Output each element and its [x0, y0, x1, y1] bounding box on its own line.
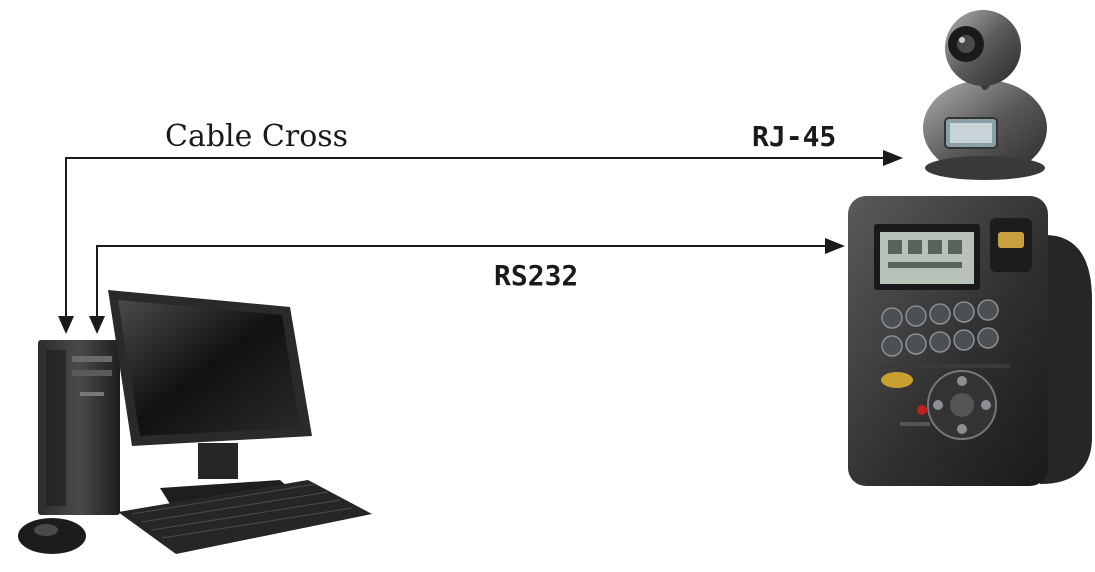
terminal-card-slot: [1040, 234, 1092, 484]
rj45-label: RJ-45: [752, 120, 836, 153]
computer-mouse: [18, 518, 86, 554]
computer-arrowhead-rs232: [89, 316, 105, 334]
monitor-stand: [198, 443, 238, 479]
computer-arrowhead-cross: [58, 316, 74, 334]
rs232-arrowhead: [825, 238, 845, 254]
rj45-arrowhead: [883, 150, 903, 166]
time-attendance-terminal-icon: [848, 196, 1092, 486]
cable-cross-label: Cable Cross: [165, 119, 348, 154]
status-led: [917, 405, 927, 415]
computer-screen: [118, 300, 300, 436]
rs232-label: RS232: [494, 259, 578, 292]
webcam-icon: [923, 10, 1047, 180]
terminal-logo: [881, 372, 913, 388]
terminal-keypad: [881, 299, 999, 357]
desktop-computer-icon: [18, 290, 372, 554]
computer-keyboard: [118, 480, 372, 554]
rs232-connection: [89, 238, 845, 334]
cable-cross-connection: [58, 150, 903, 334]
